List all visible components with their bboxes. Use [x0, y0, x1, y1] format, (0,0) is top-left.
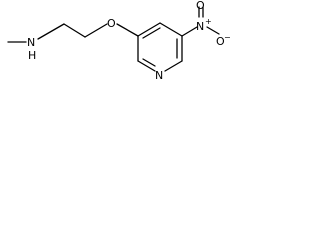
pyridine-nitrogen-label: N — [155, 69, 163, 82]
nitro-positive-charge: + — [205, 17, 212, 26]
chemical-structure-diagram: N H O N N + O O − — [7, 0, 231, 82]
nitro-nitrogen-label: N — [196, 20, 204, 33]
ether-oxygen-label: O — [107, 17, 116, 30]
ring-bond-n1-c2 — [137, 60, 156, 72]
ring-bond-c3-c4 — [137, 22, 161, 37]
nitro-negative-charge: − — [224, 33, 231, 42]
methylamine-hydrogen-label: H — [28, 49, 36, 62]
nitro-single-oxygen-label: O — [216, 35, 225, 48]
bond-nitrogen-methylene — [37, 23, 65, 40]
bond-methylene-oxygen — [84, 23, 108, 38]
nitro-double-oxygen-label: O — [196, 0, 205, 12]
bond-nitro-single-o — [206, 26, 220, 35]
methylamine-nitrogen-label: N — [27, 36, 35, 49]
ring-double-bond-n1-c2 — [142, 58, 156, 67]
ring-double-bond-c3-c4 — [142, 27, 161, 39]
bond-oxygen-ring — [116, 23, 139, 37]
bond-methylene-methylene — [63, 23, 86, 38]
bond-ring-nitro — [181, 26, 198, 37]
ring-bond-c6-n1 — [164, 60, 183, 72]
ring-bond-c4-c5 — [159, 22, 183, 37]
